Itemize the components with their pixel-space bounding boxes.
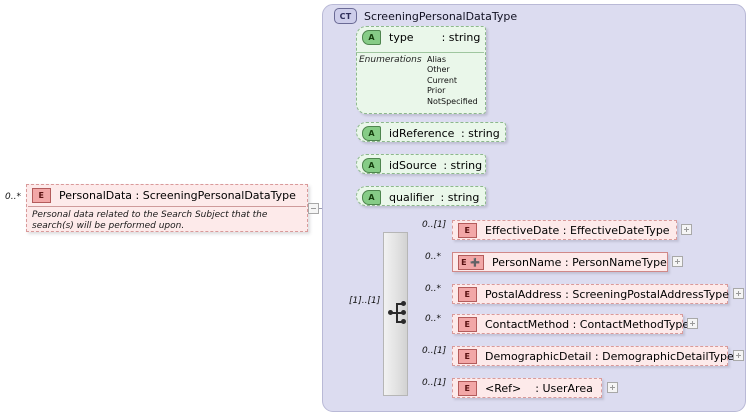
child-element-postaladdress[interactable]: E PostalAddress : ScreeningPostalAddress…: [452, 284, 730, 304]
attribute-icon: A: [362, 125, 381, 141]
attribute-qualifier-box[interactable]: A qualifier : string: [356, 186, 486, 206]
attribute-type-name: type: [389, 30, 414, 44]
attribute-idsource-row: A idSource : string: [357, 155, 485, 175]
child-cardinality-userarea: 0..[1]: [422, 378, 447, 388]
enumerations-separator: [356, 52, 484, 53]
sequence-compositor-icon[interactable]: [388, 301, 408, 324]
element-icon: E: [458, 222, 477, 238]
root-element-documentation: Personal data related to the Search Subj…: [32, 210, 268, 231]
enumeration-item: Prior: [427, 86, 446, 96]
attribute-idreference-name: idReference: [389, 126, 455, 140]
attribute-idsource-box[interactable]: A idSource : string: [356, 154, 486, 174]
expand-plus-icon[interactable]: [733, 350, 744, 361]
child-row-contactmethod: E ContactMethod : ContactMethodType: [453, 315, 689, 333]
element-substitution-group-icon: E ➕: [458, 254, 484, 270]
element-icon: E: [32, 188, 51, 203]
child-type-effectivedate: : EffectiveDateType: [562, 223, 670, 237]
attribute-type-box[interactable]: A type : string: [356, 26, 486, 114]
sequence-dot-mid: [401, 310, 406, 315]
expand-plus-icon[interactable]: [687, 318, 698, 329]
child-type-contactmethod: : ContactMethodType: [572, 317, 690, 331]
attribute-idreference-datatype: : string: [460, 126, 500, 140]
child-row-demographicdetail: E DemographicDetail : DemographicDetailT…: [453, 347, 734, 365]
element-reference-icon: E: [458, 380, 477, 396]
child-name-userarea: <Ref>: [485, 381, 522, 395]
sequence-line-branch-bottom: [396, 321, 402, 323]
complex-type-title: ScreeningPersonalDataType: [364, 9, 518, 23]
root-element-header: E PersonalData : ScreeningPersonalDataTy…: [27, 185, 307, 206]
attribute-qualifier-name: qualifier: [389, 190, 435, 204]
root-element-name: PersonalData: [59, 189, 133, 202]
child-cardinality-personname: 0..*: [425, 252, 441, 262]
enumerations-label: Enumerations: [359, 55, 422, 65]
enumeration-item: NotSpecified: [427, 96, 478, 106]
child-element-demographicdetail[interactable]: E DemographicDetail : DemographicDetailT…: [452, 346, 734, 366]
child-type-userarea: : UserArea: [535, 381, 593, 395]
element-icon: E: [458, 316, 477, 332]
attribute-type-row: A type : string: [357, 27, 485, 47]
root-element-separator: [28, 206, 306, 207]
child-cardinality-effectivedate: 0..[1]: [422, 220, 447, 230]
child-element-contactmethod[interactable]: E ContactMethod : ContactMethodType: [452, 314, 689, 334]
attribute-idreference-box[interactable]: A idReference : string: [356, 122, 506, 142]
root-cardinality: 0..*: [5, 192, 21, 202]
child-type-personname: : PersonNameType: [564, 255, 667, 269]
sequence-line-in: [392, 312, 397, 314]
attribute-type-datatype: : string: [441, 30, 481, 44]
sequence-cardinality: [1]..[1]: [349, 296, 381, 306]
sequence-dot-left: [388, 310, 393, 315]
sequence-line-branch-mid: [396, 312, 402, 314]
child-name-demographicdetail: DemographicDetail: [485, 349, 592, 363]
child-element-userarea[interactable]: E <Ref> : UserArea: [452, 378, 602, 398]
attribute-qualifier-row: A qualifier : string: [357, 187, 485, 207]
root-element-box[interactable]: E PersonalData : ScreeningPersonalDataTy…: [26, 184, 308, 232]
attribute-icon: A: [362, 29, 381, 45]
expand-plus-icon[interactable]: [672, 256, 683, 267]
element-icon: E: [458, 286, 477, 302]
expand-plus-icon[interactable]: [733, 288, 744, 299]
enumeration-item: Current: [427, 75, 458, 85]
child-row-postaladdress: E PostalAddress : ScreeningPostalAddress…: [453, 285, 730, 303]
expand-plus-icon[interactable]: [607, 382, 618, 393]
attribute-qualifier-datatype: : string: [440, 190, 480, 204]
child-name-personname: PersonName: [492, 255, 562, 269]
child-cardinality-demographicdetail: 0..[1]: [422, 346, 447, 356]
sequence-line-branch-top: [396, 303, 402, 305]
attribute-idsource-name: idSource: [389, 158, 437, 172]
child-row-personname: E ➕ PersonName : PersonNameType: [453, 253, 667, 271]
child-row-effectivedate: E EffectiveDate : EffectiveDateType: [453, 221, 676, 239]
expand-plus-icon[interactable]: [681, 224, 692, 235]
enumerations-values: Alias Other Current Prior NotSpecified: [427, 55, 478, 107]
root-element-type: : ScreeningPersonalDataType: [135, 189, 296, 202]
child-element-effectivedate[interactable]: E EffectiveDate : EffectiveDateType: [452, 220, 677, 240]
child-cardinality-postaladdress: 0..*: [425, 284, 441, 294]
child-name-effectivedate: EffectiveDate: [485, 223, 560, 237]
enumeration-item: Alias: [427, 55, 446, 64]
element-icon: E: [458, 348, 477, 364]
complex-type-icon: CT: [334, 8, 357, 24]
child-name-postaladdress: PostalAddress: [485, 287, 562, 301]
complex-type-header: CT ScreeningPersonalDataType: [334, 8, 517, 24]
child-cardinality-contactmethod: 0..*: [425, 314, 441, 324]
sequence-dot-bottom: [401, 319, 406, 324]
collapse-minus-icon[interactable]: [308, 203, 319, 214]
child-element-personname[interactable]: E ➕ PersonName : PersonNameType: [452, 252, 668, 272]
sequence-dot-top: [401, 301, 406, 306]
child-name-contactmethod: ContactMethod: [485, 317, 570, 331]
attribute-idreference-row: A idReference : string: [357, 123, 505, 143]
child-type-postaladdress: : ScreeningPostalAddressType: [565, 287, 730, 301]
attribute-icon: A: [362, 157, 381, 173]
enumeration-item: Other: [427, 65, 450, 75]
child-type-demographicdetail: : DemographicDetailType: [594, 349, 734, 363]
attribute-idsource-datatype: : string: [443, 158, 483, 172]
attribute-icon: A: [362, 189, 381, 205]
child-row-userarea: E <Ref> : UserArea: [453, 379, 601, 397]
